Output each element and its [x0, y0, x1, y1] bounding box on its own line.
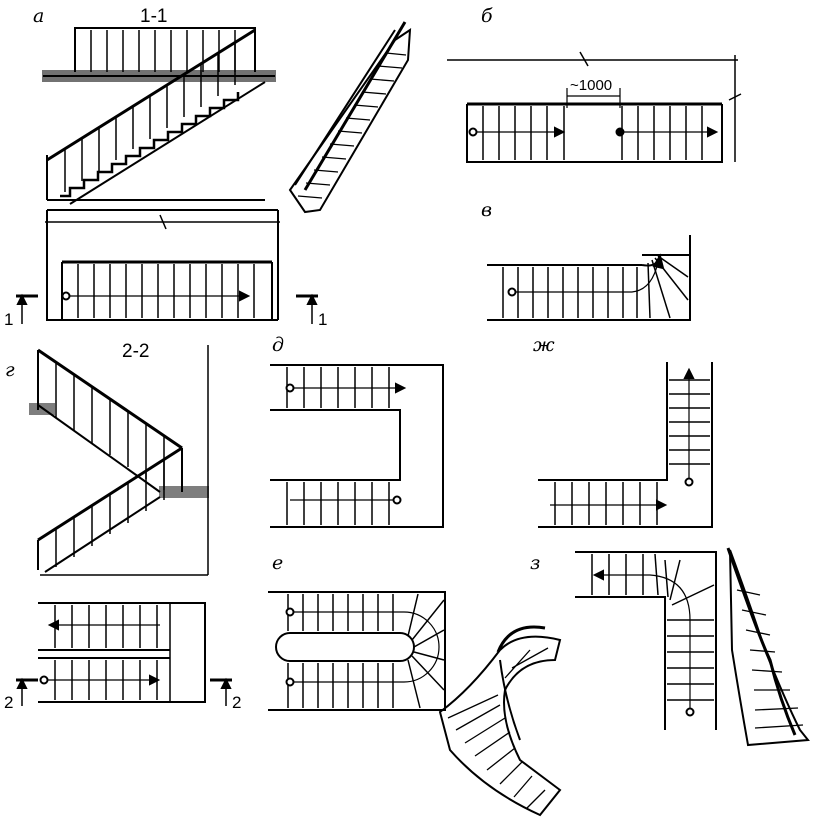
- label-b: б: [481, 5, 493, 27]
- section-mark-1-left: 1: [4, 310, 13, 329]
- section-mark-2-right: 2: [232, 693, 241, 712]
- label-e: е: [272, 552, 283, 574]
- plan-straight-flight: [16, 209, 318, 324]
- panel-labels: а б в г д е ж з: [5, 5, 555, 574]
- section-marks: 1 1 2 2: [4, 310, 327, 712]
- label-a: а: [33, 5, 44, 27]
- elevation-2-2: [29, 345, 209, 576]
- perspective-z-curved: [726, 547, 810, 747]
- label-g: г: [5, 359, 15, 381]
- plan-d-u-shaped: [270, 364, 444, 528]
- label-v: в: [481, 199, 492, 221]
- label-z: з: [530, 552, 540, 574]
- section-labels: 1-1 2-2: [122, 6, 167, 362]
- width-dimension-label: ~1000: [570, 77, 612, 94]
- section-mark-1-right: 1: [318, 310, 327, 329]
- plan-zh-l-shaped: [538, 362, 713, 528]
- section-title-1-1: 1-1: [140, 6, 167, 27]
- section-title-2-2: 2-2: [122, 341, 149, 362]
- plan-z-curved-l: [575, 551, 717, 730]
- plan-v-winder: [487, 235, 691, 321]
- plan-g-two-flight: [16, 602, 232, 706]
- section-mark-2-left: 2: [4, 693, 13, 712]
- plan-b-landing-flight: [447, 51, 742, 163]
- plan-e-winder-u: [268, 591, 446, 711]
- label-zh: ж: [533, 334, 555, 356]
- axonometric-straight-stair: [288, 21, 412, 214]
- perspective-e-helical: [438, 625, 562, 817]
- elevation-1-1: [42, 27, 276, 205]
- label-d: д: [272, 334, 284, 356]
